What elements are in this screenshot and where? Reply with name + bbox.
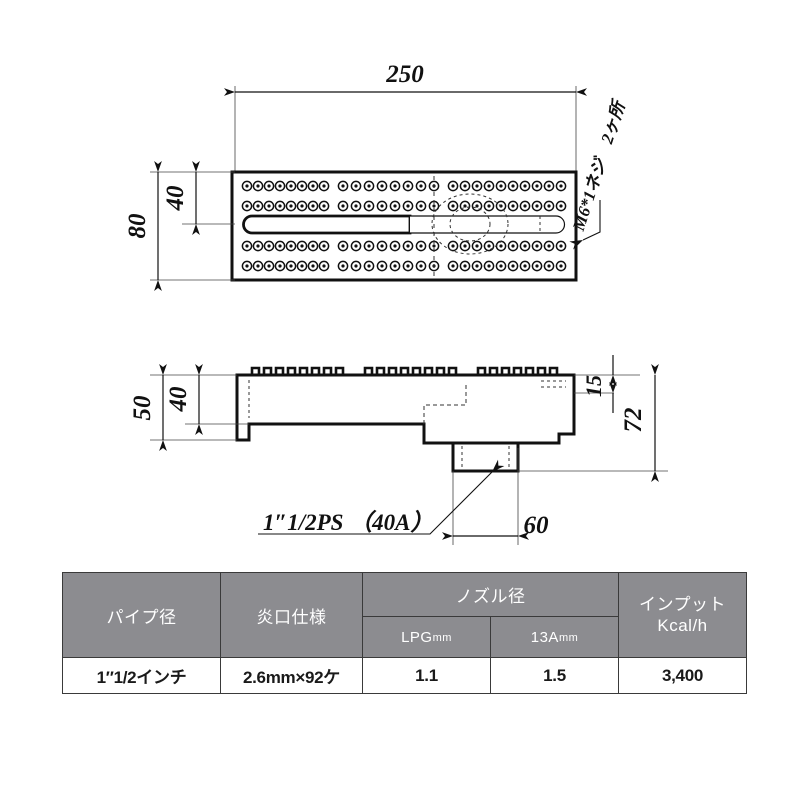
spec-table: パイプ径 炎口仕様 ノズル径 インプット Kcal/h LPGmm 13Amm [62, 572, 747, 694]
table-header-nozzle-lpg-label: LPG [401, 628, 433, 646]
side-view-group [150, 355, 668, 545]
leader-line-thread [569, 200, 601, 250]
dim-label-15: 15 [581, 375, 606, 397]
dim-label-40-top: 40 [162, 185, 189, 212]
table-cell-pipe-dia: 1″1/2インチ [62, 657, 221, 694]
center-slot-outline [410, 215, 566, 234]
dim-label-250: 250 [385, 61, 424, 88]
dim-label-40-side: 40 [165, 386, 192, 413]
hidden-boss-outline [431, 193, 509, 255]
table-header-nozzle-13a-unit: mm [558, 631, 579, 644]
pipe-stub-outline [451, 441, 520, 473]
table-header-row-1: パイプ径 炎口仕様 ノズル径 インプット Kcal/h [62, 572, 747, 658]
table-header-input-unit: Kcal/h [657, 616, 708, 635]
center-slot-solid [242, 214, 412, 235]
table-cell-nozzle-lpg: 1.1 [362, 657, 491, 694]
table-header-nozzle-13a-label: 13A [530, 628, 559, 646]
hidden-right-detail [541, 380, 566, 388]
table-header-row-2: LPGmm 13Amm [63, 616, 747, 658]
table-cell-nozzle-13a: 1.5 [490, 657, 619, 694]
hidden-boss-inner [449, 206, 491, 242]
leader-line-pipe-label [258, 459, 505, 535]
table-header-nozzle-lpg: LPGmm [362, 616, 491, 658]
table-cell-input: 3,400 [618, 657, 747, 694]
table-cell-flame-port: 2.6mm×92ケ [220, 657, 363, 694]
side-view-body-outline [235, 373, 576, 445]
table-header-pipe-dia: パイプ径 [62, 572, 221, 658]
dim-label-72: 72 [620, 408, 647, 433]
table-header-nozzle-lpg-unit: mm [432, 631, 452, 644]
burner-port-teeth [250, 366, 559, 375]
table-row: 1″1/2インチ 2.6mm×92ケ 1.1 1.5 3,400 [62, 657, 747, 694]
label-pipe-size: 1″1/2PS （40A） [263, 509, 434, 535]
table-header-input-title: インプット [639, 594, 726, 614]
note-label-thread: M6*1ネジ 2ヶ所 [569, 97, 630, 234]
dim-label-50: 50 [129, 395, 156, 421]
dim-label-80: 80 [124, 213, 151, 239]
dim-label-60: 60 [524, 512, 550, 539]
top-view-group [150, 86, 601, 291]
table-header-flame-port: 炎口仕様 [220, 572, 363, 658]
table-header-input: インプット Kcal/h [618, 572, 747, 658]
table-header-nozzle-dia: ノズル径 [362, 572, 619, 617]
hidden-internal-step [423, 383, 467, 424]
table-header-nozzle-13a: 13Amm [490, 616, 619, 658]
